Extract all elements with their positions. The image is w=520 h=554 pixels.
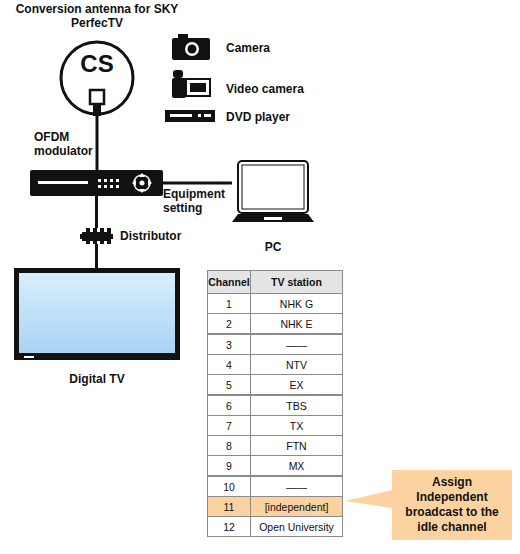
cell-text: 7 [226, 420, 232, 432]
table-cell: 9 [207, 455, 251, 476]
pc-label: PC [232, 240, 314, 254]
pc-laptop-shape [232, 160, 314, 224]
antenna-dish: Conversion antenna for SKY PerfecTVCS [59, 40, 135, 116]
cell-text: 6 [226, 400, 232, 412]
callout-box: Assign Independent broadcast to the idle… [392, 470, 512, 540]
cell-text: [independent] [265, 501, 329, 513]
table-cell: 3 [207, 334, 251, 355]
cell-text: TV station [271, 276, 322, 288]
cable-line [95, 244, 98, 268]
table-cell: 6 [207, 395, 251, 416]
dvd-player-icon [165, 110, 215, 122]
table-cell: 8 [207, 435, 251, 456]
cell-text: Channel [208, 276, 249, 288]
table-cell: 10 [207, 476, 251, 497]
cell-text: FTN [286, 440, 306, 452]
table-cell: NHK E [250, 313, 343, 334]
cell-text: 10 [223, 481, 235, 493]
cable-line [95, 196, 98, 228]
table-cell: Open University [250, 516, 343, 537]
table-cell: EX [250, 374, 343, 395]
pc-laptop: PC [232, 160, 314, 224]
cell-text: 5 [226, 379, 232, 391]
antenna-mark: CS [59, 52, 135, 76]
distributor-box-shape [80, 228, 113, 244]
cell-text: 8 [226, 440, 232, 452]
cell-text: TX [290, 420, 303, 432]
device-label: Camera [226, 41, 270, 55]
digital-tv-shape [14, 268, 180, 360]
table-cell: —— [250, 476, 343, 497]
table-cell: NTV [250, 354, 343, 375]
camera-icon [172, 34, 210, 60]
table-cell: FTN [250, 435, 343, 456]
table-cell: 12 [207, 516, 251, 537]
table-cell: 4 [207, 354, 251, 375]
cell-text: NHK E [280, 318, 312, 330]
cell-text: 9 [226, 460, 232, 472]
cell-text: NTV [286, 359, 307, 371]
cell-text: 4 [226, 359, 232, 371]
table-cell: TBS [250, 395, 343, 416]
cell-text: —— [286, 339, 307, 351]
tv-label: Digital TV [14, 372, 180, 386]
table-cell: 11 [207, 496, 251, 517]
digital-tv: Digital TV [14, 268, 180, 360]
table-cell: 7 [207, 415, 251, 436]
distributor-box: Distributor [80, 228, 113, 244]
cell-text: 3 [226, 339, 232, 351]
cable-line [163, 182, 232, 185]
table-cell: MX [250, 455, 343, 476]
callout-pointer [345, 490, 392, 508]
callout-text: Assign Independent broadcast to the idle… [398, 475, 506, 535]
modulator-box: OFDM modulator [30, 170, 163, 196]
cell-text: 12 [223, 521, 235, 533]
cell-text: —— [286, 481, 307, 493]
table-header: TV station [250, 270, 343, 294]
cell-text: 1 [226, 298, 232, 310]
cable-line [96, 116, 99, 170]
cell-text: NHK G [280, 298, 313, 310]
distributor-label: Distributor [120, 229, 181, 243]
table-cell: NHK G [250, 293, 343, 314]
edge-label: Equipment setting [163, 188, 233, 216]
cell-text: TBS [286, 400, 306, 412]
table-cell: 2 [207, 313, 251, 334]
table-header: Channel [207, 270, 251, 294]
table-cell: TX [250, 415, 343, 436]
cell-text: 11 [224, 501, 235, 513]
device-label: DVD player [226, 110, 290, 124]
video-camera-icon [172, 70, 210, 98]
table-cell: 5 [207, 374, 251, 395]
cell-text: Open University [259, 521, 334, 533]
modulator-box-shape [30, 170, 163, 196]
device-label: Video camera [226, 82, 304, 96]
antenna-title: Conversion antenna for SKY PerfecTV [9, 2, 185, 31]
cell-text: 2 [226, 318, 232, 330]
cell-text: MX [289, 460, 305, 472]
table-cell: —— [250, 334, 343, 355]
modulator-label: OFDM modulator [34, 130, 100, 159]
table-cell: [independent] [250, 496, 343, 517]
cell-text: EX [289, 379, 303, 391]
table-cell: 1 [207, 293, 251, 314]
